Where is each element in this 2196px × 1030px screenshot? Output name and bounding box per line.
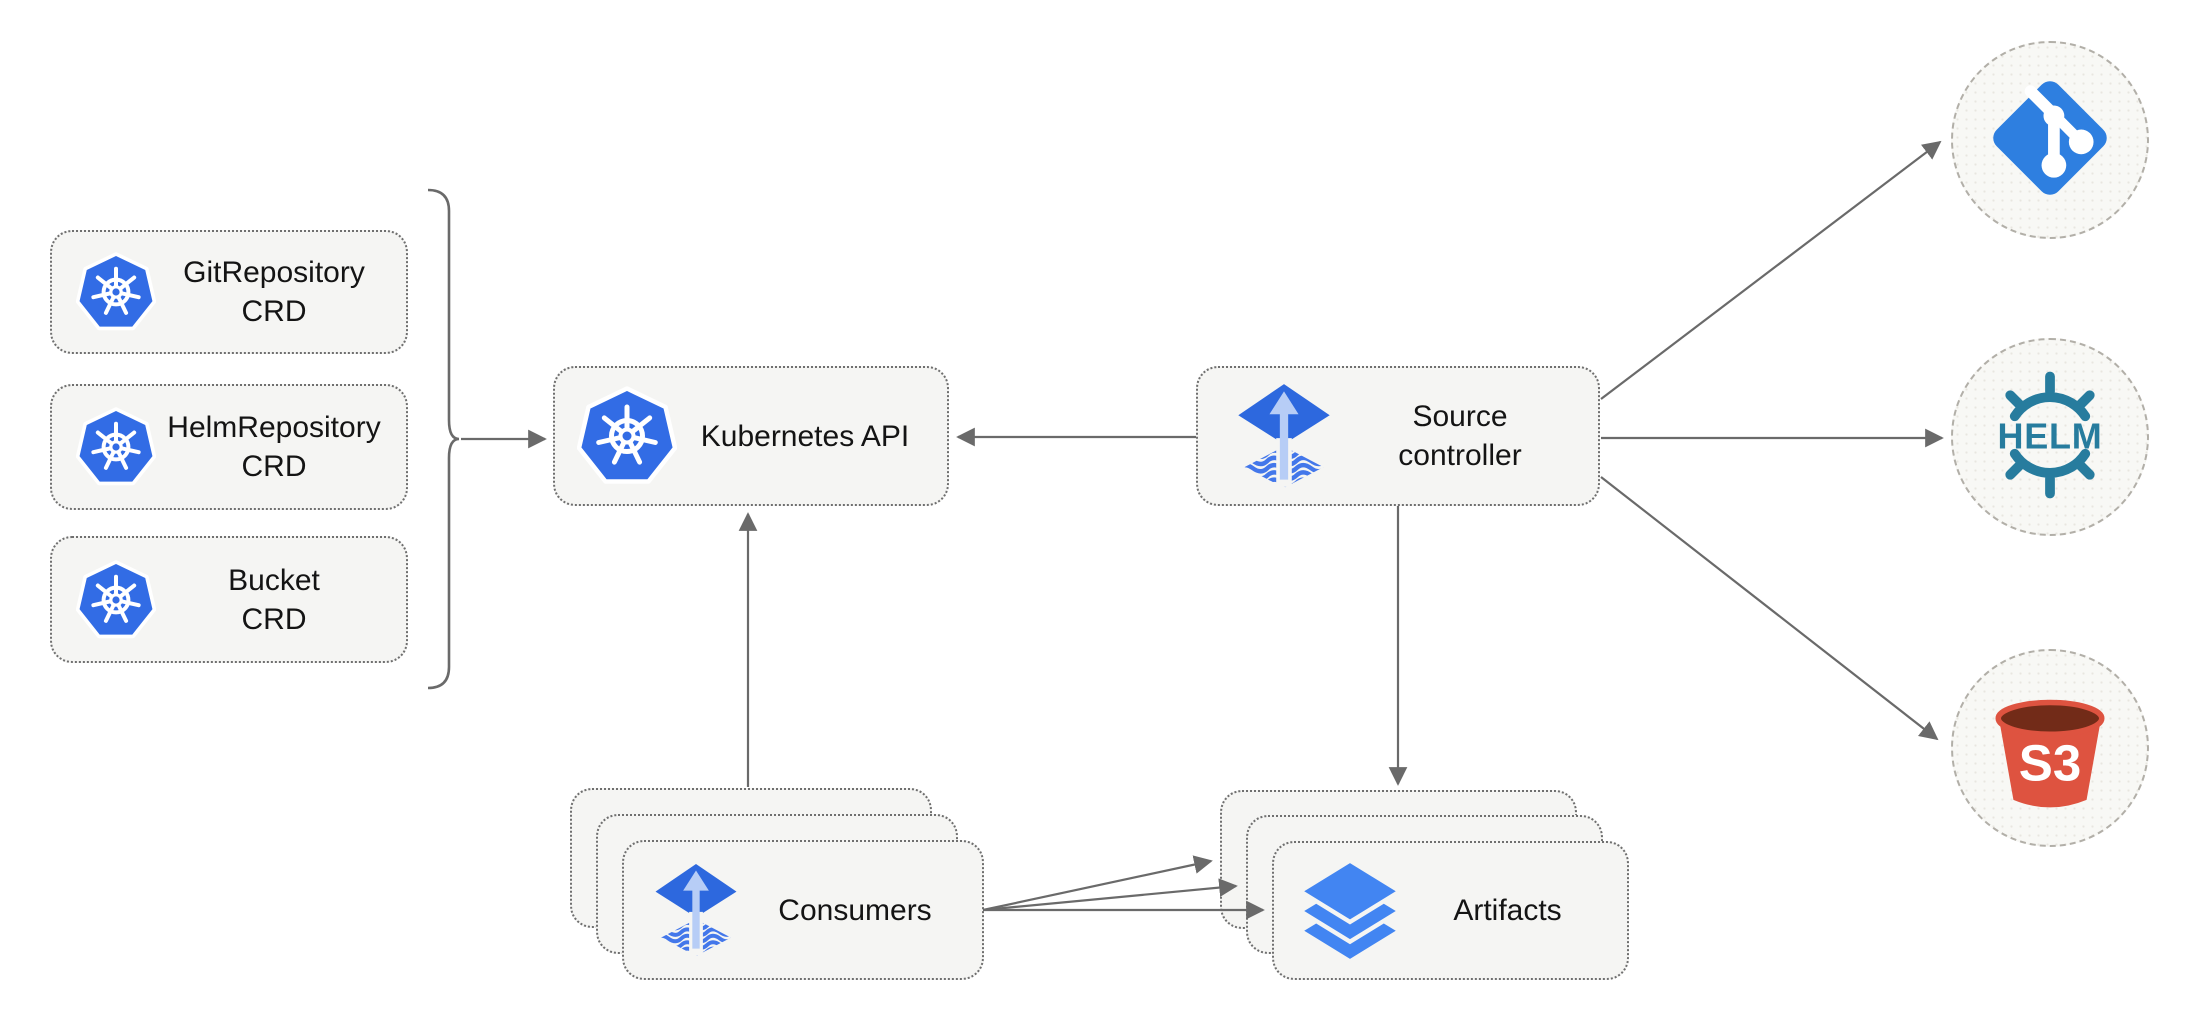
node-label: Kubernetes API (677, 417, 947, 456)
node-label: HelmRepository CRD (156, 408, 406, 486)
label-line: Bucket (228, 563, 320, 597)
node-label: GitRepository CRD (156, 253, 406, 331)
label-line: CRD (241, 450, 307, 483)
arrow-source-controller-to-git (1600, 140, 1942, 400)
arrow-source-controller-to-s3 (1600, 476, 1939, 741)
kubernetes-icon (76, 407, 156, 487)
node-label: Consumers (742, 891, 982, 930)
node-artifacts: Artifacts (1272, 841, 1629, 980)
helm-icon: HELM (1975, 360, 2125, 515)
arrow-consumers-to-artifacts-middle (982, 878, 1238, 912)
node-bucket-crd: Bucket CRD (50, 536, 408, 663)
node-label: Artifacts (1402, 891, 1627, 930)
label-line: Source (1412, 400, 1508, 433)
node-git-source (1951, 41, 2149, 239)
arrow-consumers-to-artifacts-back (982, 855, 1213, 912)
kubernetes-icon (577, 386, 677, 486)
label-line: HelmRepository (167, 411, 381, 444)
layers-icon (1298, 859, 1402, 963)
node-helm-source: HELM (1951, 338, 2149, 536)
helm-wordmark: HELM (1998, 415, 2103, 456)
label-line: Kubernetes API (700, 419, 910, 453)
s3-bucket-icon: S3 (1981, 677, 2119, 820)
label-line: CRD (241, 602, 307, 636)
node-label: Bucket CRD (156, 561, 406, 639)
label-line: GitRepository (183, 256, 365, 289)
node-consumers: Consumers (622, 840, 984, 980)
node-helmrepository-crd: HelmRepository CRD (50, 384, 408, 510)
kubernetes-icon (76, 252, 156, 332)
flux-icon (1232, 382, 1336, 490)
label-line: Artifacts (1453, 894, 1562, 927)
flux-icon (650, 862, 742, 958)
node-source-controller: Source controller (1196, 366, 1600, 506)
node-gitrepository-crd: GitRepository CRD (50, 230, 408, 354)
node-kubernetes-api: Kubernetes API (553, 366, 949, 506)
s3-wordmark: S3 (2019, 734, 2081, 791)
kubernetes-icon (76, 560, 156, 640)
node-label: Source controller (1336, 397, 1598, 475)
git-icon (1985, 73, 2115, 208)
label-line: CRD (241, 295, 307, 328)
label-line: Consumers (778, 893, 932, 927)
label-line: controller (1398, 439, 1522, 472)
crd-group-bracket (427, 188, 460, 690)
node-s3-source: S3 (1951, 649, 2149, 847)
